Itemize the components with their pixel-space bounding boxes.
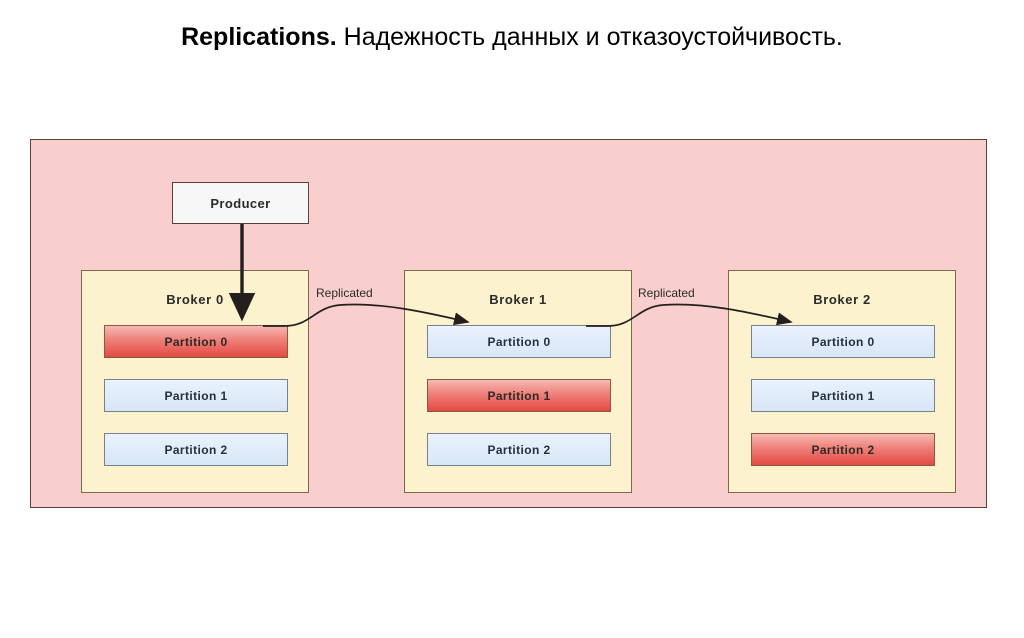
partition-label: Partition 1 (811, 388, 875, 403)
partition-broker0-p2: Partition 2 (104, 433, 288, 466)
page-title-strong: Replications. (181, 23, 337, 51)
partition-broker0-p1: Partition 1 (104, 379, 288, 412)
edge-label-replicated-1: Replicated (638, 286, 695, 300)
partition-broker0-p0: Partition 0 (104, 325, 288, 358)
broker-title-1: Broker 1 (489, 292, 547, 307)
partition-broker2-p1: Partition 1 (751, 379, 935, 412)
partition-broker1-p2: Partition 2 (427, 433, 611, 466)
partition-label: Partition 2 (164, 442, 228, 457)
partition-label: Partition 0 (164, 334, 228, 349)
partition-label: Partition 1 (487, 388, 551, 403)
partition-label: Partition 0 (487, 334, 551, 349)
partition-label: Partition 2 (487, 442, 551, 457)
page-title: Replications. Надежность данных и отказо… (0, 22, 1024, 52)
broker-node-1: Broker 1 Partition 0 Partition 1 Partiti… (404, 270, 632, 493)
broker-title-2: Broker 2 (813, 292, 871, 307)
edge-label-replicated-0: Replicated (316, 286, 373, 300)
partition-broker1-p0: Partition 0 (427, 325, 611, 358)
broker-title-0: Broker 0 (166, 292, 224, 307)
page-title-rest: Надежность данных и отказоустойчивость. (336, 23, 843, 51)
partition-broker2-p2: Partition 2 (751, 433, 935, 466)
partition-broker1-p1: Partition 1 (427, 379, 611, 412)
producer-label: Producer (210, 195, 271, 211)
broker-node-2: Broker 2 Partition 0 Partition 1 Partiti… (728, 270, 956, 493)
producer-node: Producer (172, 182, 309, 224)
broker-node-0: Broker 0 Partition 0 Partition 1 Partiti… (81, 270, 309, 493)
partition-broker2-p0: Partition 0 (751, 325, 935, 358)
partition-label: Partition 1 (164, 388, 228, 403)
partition-label: Partition 0 (811, 334, 875, 349)
partition-label: Partition 2 (811, 442, 875, 457)
